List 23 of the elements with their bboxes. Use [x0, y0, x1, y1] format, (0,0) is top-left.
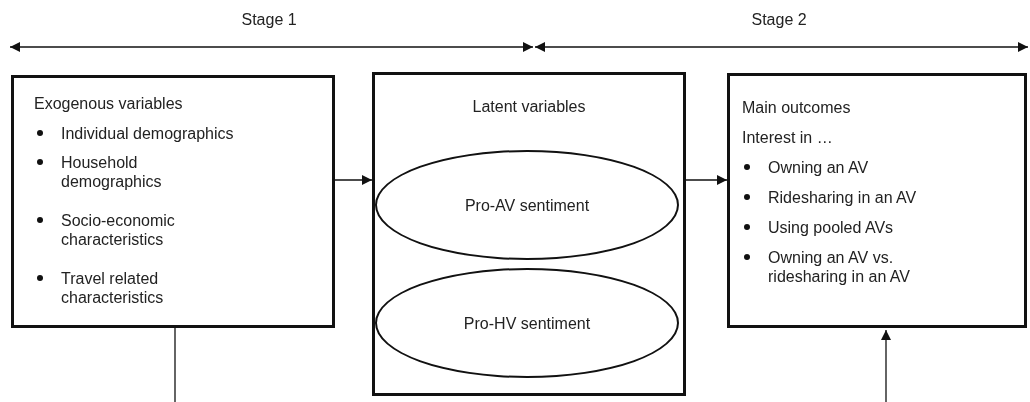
- variable-box: [11, 75, 335, 328]
- box-heading: Pro-HV sentiment: [463, 313, 591, 333]
- stage-label: Stage 2: [751, 11, 807, 29]
- bullet-item: Owning an AV: [768, 158, 870, 177]
- bullet-item: Ridesharing in an AV: [768, 188, 918, 207]
- bullet-item: Travel related characteristics: [61, 269, 165, 307]
- bullet-item: Socio-economic characteristics: [61, 211, 176, 249]
- arrow: [685, 175, 728, 185]
- variable-box: [372, 72, 686, 396]
- box-heading: Latent variables: [471, 97, 587, 116]
- outcome-box: [727, 73, 1027, 328]
- box-heading: Main outcomes: [742, 98, 852, 117]
- bullet-item: Household demographics: [61, 153, 163, 191]
- arrow: [881, 329, 891, 402]
- box-heading: Exogenous variables: [34, 94, 184, 113]
- stage-label: Stage 1: [241, 11, 297, 29]
- arrow: [334, 175, 373, 185]
- bullet-item: Using pooled AVs: [768, 218, 895, 237]
- box-heading: Pro-AV sentiment: [464, 195, 590, 215]
- connector-line: [174, 327, 176, 402]
- box-text: Interest in …: [742, 128, 834, 147]
- bullet-item: Owning an AV vs. ridesharing in an AV: [768, 248, 911, 286]
- bullet-item: Individual demographics: [61, 124, 235, 143]
